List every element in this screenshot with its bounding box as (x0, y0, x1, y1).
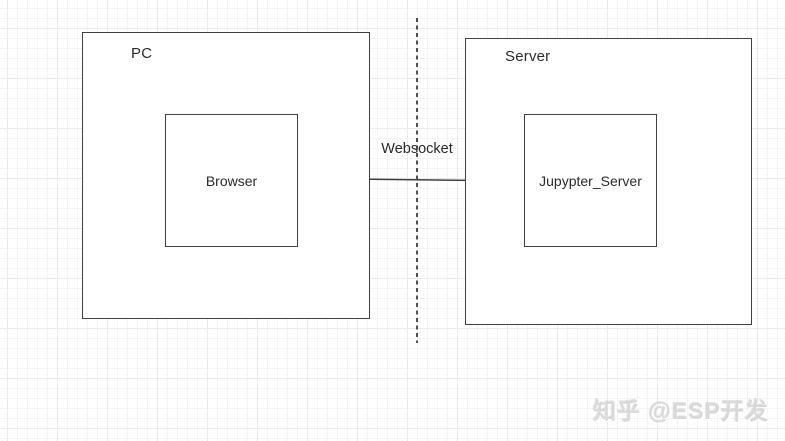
server-group-label: Server (505, 48, 551, 65)
browser-node-box: Browser (165, 114, 298, 247)
watermark-text: 知乎 @ESP开发 (593, 398, 769, 424)
pc-group-label: PC (131, 45, 153, 62)
browser-node-label: Browser (205, 172, 258, 189)
jupyter-server-node-box: Jupypter_Server (524, 114, 657, 247)
websocket-edge-label: Websocket (381, 141, 453, 157)
jupyter-server-node-label: Jupypter_Server (539, 172, 642, 189)
